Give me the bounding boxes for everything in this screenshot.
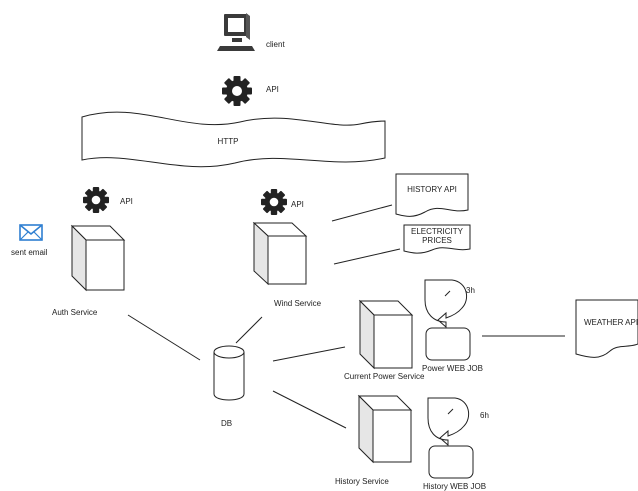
wind-service-cube: [252, 221, 308, 286]
auth-service-label: Auth Service: [52, 308, 98, 317]
api-auth-label: API: [120, 197, 133, 206]
weather-api-label: WEATHER API: [584, 318, 638, 327]
connector-db-history: [272, 390, 347, 429]
auth-service-cube: [70, 224, 126, 292]
connector-wind-db: [235, 316, 263, 344]
current-power-service-label: Current Power Service: [344, 372, 425, 381]
http-banner: [81, 111, 386, 168]
history-interval-label: 6h: [480, 411, 489, 420]
power-interval-label: 3h: [466, 286, 475, 295]
gear-icon: [261, 189, 287, 215]
current-power-service-cube: [358, 299, 414, 370]
client-label: client: [266, 40, 285, 49]
gear-icon: [83, 187, 109, 213]
history-api-label: HISTORY API: [407, 185, 457, 194]
api-top-label: API: [266, 85, 279, 94]
electricity-prices-document: [403, 224, 471, 254]
connector-auth-db: [127, 314, 201, 361]
history-api-document: [395, 173, 469, 217]
connector-wind-electricity: [333, 248, 401, 265]
api-wind-label: API: [291, 200, 304, 209]
weather-api-document: [575, 299, 638, 358]
loop-icon: [424, 279, 468, 329]
database-cylinder: [213, 345, 245, 401]
computer-icon: [217, 13, 255, 51]
electricity-label-line2: PRICES: [422, 236, 452, 245]
power-web-job-box: [425, 327, 471, 361]
db-label: DB: [221, 419, 232, 428]
http-label: HTTP: [218, 137, 239, 146]
connector-db-current-power: [272, 346, 346, 362]
gear-icon: [222, 76, 252, 106]
connector-wind-history-api: [331, 204, 393, 222]
power-web-job-label: Power WEB JOB: [422, 364, 483, 373]
email-icon: [19, 224, 43, 241]
history-service-cube: [357, 394, 413, 464]
sent-email-label: sent email: [11, 248, 48, 257]
loop-icon: [427, 397, 470, 447]
history-service-label: History Service: [335, 477, 389, 486]
history-web-job-label: History WEB JOB: [423, 482, 486, 491]
electricity-label-line1: ELECTRICITY: [411, 227, 464, 236]
wind-service-label: Wind Service: [274, 299, 322, 308]
history-web-job-box: [428, 445, 474, 479]
